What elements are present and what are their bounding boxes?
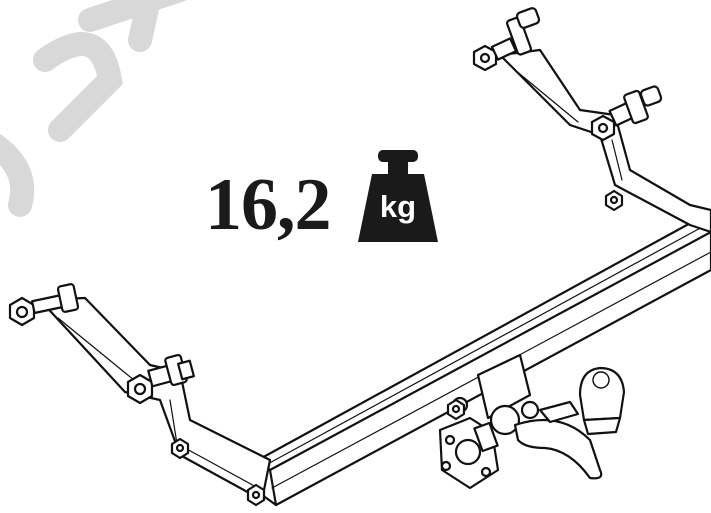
- right-bolt-top: [472, 7, 541, 72]
- right-bolt-mid: [590, 85, 663, 142]
- watermark: [0, 0, 187, 217]
- left-nut-low: [170, 437, 266, 507]
- left-bolt-top: [8, 283, 80, 327]
- weight-kettlebell-icon: [358, 150, 438, 242]
- coupling-mount: [438, 353, 540, 490]
- left-bracket: [38, 296, 272, 502]
- weight-unit-label: kg: [379, 189, 417, 224]
- small-fasteners: [446, 398, 466, 421]
- weight-value: 16,2: [205, 164, 331, 246]
- left-bolt-mid: [126, 353, 195, 405]
- tow-ball: [578, 366, 626, 436]
- right-nut-low: [604, 189, 624, 212]
- ball-neck: [513, 400, 603, 480]
